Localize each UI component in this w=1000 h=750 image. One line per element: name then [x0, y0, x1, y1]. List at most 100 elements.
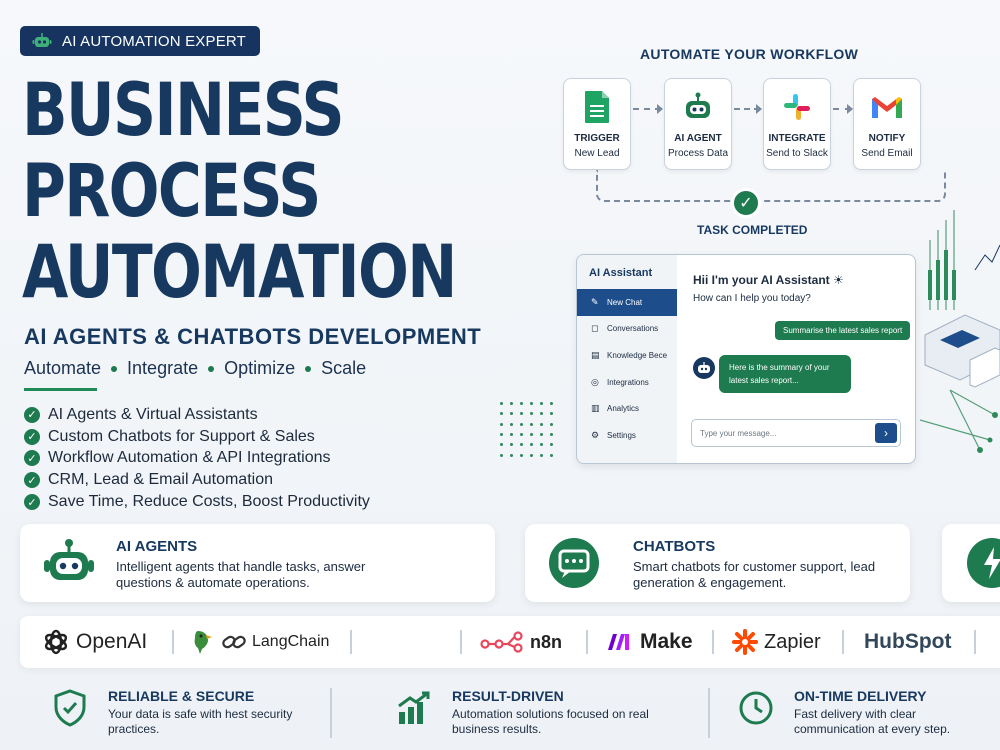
- trust-title: RESULT-DRIVEN: [452, 688, 564, 704]
- divider: [350, 630, 352, 654]
- tagline-word: Integrate: [127, 358, 199, 378]
- check-icon: ✓: [24, 406, 40, 423]
- bullet-dot: [305, 365, 312, 372]
- send-button[interactable]: ›: [875, 423, 897, 443]
- chain-link-icon: [222, 635, 246, 649]
- robot-icon: [686, 92, 710, 118]
- step-subtitle: Process Data: [667, 148, 729, 159]
- robot-icon: [44, 539, 94, 580]
- feature-text: AI Agents & Virtual Assistants: [48, 405, 258, 423]
- divider: [172, 630, 174, 654]
- bot-message-bubble: Here is the summary of your latest sales…: [719, 355, 851, 393]
- chat-window: AI Assistant ✎New Chat ◻Conversations ▤K…: [576, 254, 916, 464]
- divider: [974, 630, 976, 654]
- hero-line-3: AUTOMATION: [22, 230, 457, 315]
- n8n-icon: [480, 631, 523, 653]
- chat-bubble-icon: [549, 538, 599, 588]
- message-input[interactable]: Type your message...: [691, 419, 901, 447]
- chat-greeting: Hii I'm your AI Assistant ☀: [693, 273, 844, 287]
- divider: [708, 688, 710, 738]
- feature-item: ✓ AI Agents & Virtual Assistants: [24, 404, 370, 426]
- globe-icon: ◎: [591, 376, 599, 387]
- clock-icon: [739, 691, 773, 725]
- step-title: INTEGRATE: [768, 133, 826, 144]
- trust-description: Your data is safe with hest security pra…: [108, 707, 293, 736]
- dot-pattern: [500, 402, 553, 460]
- completed-check-icon: ✓: [731, 188, 761, 218]
- sidebar-item-new-chat[interactable]: ✎New Chat: [577, 289, 677, 316]
- logo-n8n: n8n: [480, 616, 562, 668]
- google-sheets-icon: [585, 91, 609, 123]
- sidebar-item-integrations[interactable]: ◎Integrations: [591, 376, 649, 387]
- card-title: CHATBOTS: [633, 538, 716, 555]
- trust-description: Fast delivery with clear communication a…: [794, 707, 951, 736]
- step-subtitle: New Lead: [574, 148, 620, 159]
- flow-arrow: [833, 104, 853, 114]
- chat-question: How can I help you today?: [693, 293, 811, 304]
- step-title: TRIGGER: [574, 133, 620, 144]
- trust-title: RELIABLE & SECURE: [108, 688, 255, 704]
- step-title: AI AGENT: [674, 133, 722, 144]
- logo-hubspot: HubSpot: [864, 616, 951, 668]
- sidebar-item-knowledge-base[interactable]: ▤Knowledge Bece: [591, 349, 668, 360]
- hero-title: BUSINESS PROCESS AUTOMATION: [22, 68, 457, 315]
- chat-icon: ◻: [591, 323, 599, 334]
- trust-title: ON-TIME DELIVERY: [794, 688, 927, 704]
- check-icon: ✓: [24, 494, 40, 511]
- bot-avatar: [693, 357, 715, 379]
- logo-text: Zapier: [764, 630, 821, 653]
- card-description: Intelligent agents that handle tasks, an…: [116, 559, 366, 590]
- robot-icon: [698, 362, 710, 373]
- tagline: Automate Integrate Optimize Scale: [24, 358, 366, 379]
- growth-chart-icon: [398, 691, 430, 724]
- chat-sidebar: AI Assistant ✎New Chat ◻Conversations ▤K…: [577, 255, 677, 463]
- feature-list: ✓AI Agents & Virtual Assistants ✓Custom …: [24, 404, 370, 513]
- feature-text: Workflow Automation & API Integrations: [48, 449, 331, 467]
- workflow-step-integrate: INTEGRATE Send to Slack: [763, 78, 831, 170]
- workflow-step-ai-agent: AI AGENT Process Data: [664, 78, 732, 170]
- gmail-icon: [872, 97, 902, 118]
- logo-text: LangChain: [252, 633, 330, 650]
- feature-text: Custom Chatbots for Support & Sales: [48, 427, 315, 445]
- divider: [460, 630, 462, 654]
- step-subtitle: Send Email: [861, 148, 913, 159]
- logo-openai: OpenAI: [42, 616, 147, 668]
- subheading: AI AGENTS & CHATBOTS DEVELOPMENT: [24, 324, 482, 349]
- network-graphic: [920, 210, 1000, 453]
- step-title: NOTIFY: [868, 133, 906, 144]
- make-icon: [608, 634, 629, 650]
- divider: [712, 630, 714, 654]
- lightning-icon: [967, 538, 1000, 588]
- service-card-ai-agents: AI AGENTS Intelligent agents that handle…: [20, 524, 495, 602]
- divider: [586, 630, 588, 654]
- badge-label: AI AUTOMATION EXPERT: [62, 32, 247, 50]
- edit-icon: ✎: [591, 296, 599, 307]
- flow-arrow: [633, 104, 663, 114]
- check-icon: ✓: [24, 472, 40, 489]
- hero-line-2: PROCESS: [22, 149, 321, 234]
- hero-line-1: BUSINESS: [22, 68, 345, 153]
- service-card-chatbots: CHATBOTS Smart chatbots for customer sup…: [525, 524, 910, 602]
- robot-icon: [32, 33, 52, 47]
- divider: [330, 688, 332, 738]
- card-description: Smart chatbots for customer support, lea…: [633, 559, 876, 590]
- sidebar-item-analytics[interactable]: ▥Analytics: [591, 403, 640, 414]
- task-completed-label: TASK COMPLETED: [697, 223, 808, 237]
- feature-item: ✓CRM, Lead & Email Automation: [24, 469, 370, 491]
- service-card-partial: [942, 524, 1000, 602]
- user-message-bubble: Summarise the latest sales report: [775, 321, 911, 340]
- zapier-icon: [732, 629, 758, 655]
- logo-make: Make: [606, 616, 693, 668]
- chat-title: AI Assistant: [589, 267, 653, 279]
- book-icon: ▤: [591, 349, 600, 360]
- card-title: AI AGENTS: [116, 538, 198, 555]
- sidebar-item-conversations[interactable]: ◻Conversations: [591, 323, 659, 334]
- logo-text: Make: [640, 630, 693, 653]
- slack-icon: [784, 94, 810, 120]
- logo-text: OpenAI: [76, 630, 148, 653]
- sidebar-item-settings[interactable]: ⚙Settings: [591, 429, 636, 440]
- flow-arrow: [734, 104, 762, 114]
- feature-item: ✓Custom Chatbots for Support & Sales: [24, 426, 370, 448]
- bullet-dot: [111, 365, 118, 372]
- feature-item: ✓Save Time, Reduce Costs, Boost Producti…: [24, 491, 370, 513]
